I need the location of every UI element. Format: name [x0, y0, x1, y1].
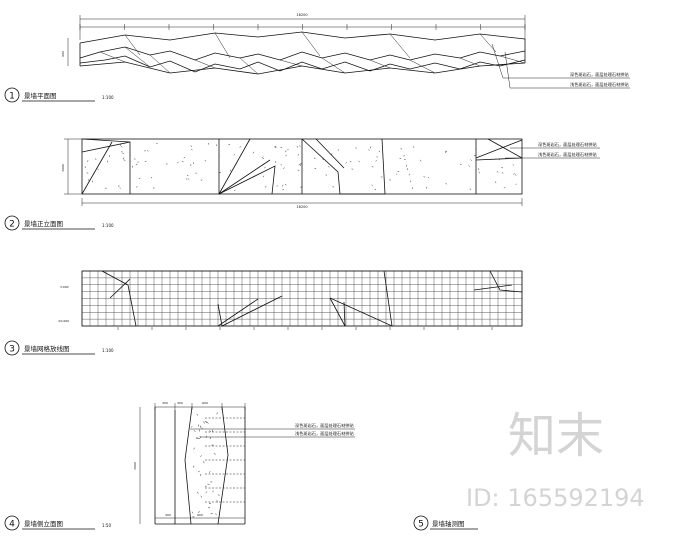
elevation-number: 2	[9, 220, 15, 230]
axon-title: 景墙轴测图	[432, 519, 465, 528]
plan-number-circle	[4, 87, 20, 103]
grid-scale: 1:100	[102, 348, 114, 353]
side-height-dimension: 3000	[133, 462, 137, 470]
elevation-height-dimension: 3000	[61, 164, 65, 172]
plan-drawing: 16200 600 深色斑岩石，面层处理石材拼贴 浅色斑岩石，面层处理石材拼贴 …	[4, 13, 630, 103]
watermark-brand: 知末	[508, 408, 604, 464]
elevation-note-dark-stone: 深色斑岩石，面层处理石材拼贴	[538, 141, 597, 148]
side-top-dim-3: 600	[202, 401, 208, 405]
side-scale: 1:50	[102, 523, 111, 528]
side-elevation-drawing: 300 300 600 3000 300 600 深色斑岩石，面层处理石材拼贴 …	[4, 401, 355, 531]
watermark: 知末 ID: 165592194	[466, 408, 645, 512]
side-bottom-dim-2: 600	[197, 513, 203, 517]
elevation-scale: 1:100	[102, 223, 114, 228]
grid-number: 3	[9, 345, 15, 355]
plan-number: 1	[9, 92, 15, 102]
plan-scale: 1:100	[102, 95, 114, 100]
side-title: 景墙侧立面图	[24, 519, 63, 528]
axon-number: 5	[418, 520, 424, 530]
side-top-dim-2: 300	[177, 401, 183, 405]
grid-bottom-level: ±0.000	[58, 319, 69, 323]
elevation-drawing: 3000 16200 深色斑岩石，面层处理石材拼贴 浅色斑岩石，面层处理石材拼贴…	[4, 138, 600, 231]
plan-title: 景墙平面图	[24, 91, 57, 100]
plan-note-light-stone: 浅色斑岩石，面层处理石材拼贴	[570, 81, 629, 88]
grid-top-level: 3.000	[60, 285, 69, 289]
elevation-note-light-stone: 浅色斑岩石，面层处理石材拼贴	[538, 151, 597, 158]
elevation-total-dimension: 16200	[296, 205, 307, 209]
plan-total-dimension: 16200	[296, 13, 307, 17]
grid-title: 景墙网格放线图	[24, 344, 70, 353]
plan-note-dark-stone: 深色斑岩石，面层处理石材拼贴	[570, 71, 629, 78]
side-top-dim-1: 300	[162, 401, 168, 405]
side-bottom-dim-1: 300	[165, 513, 171, 517]
side-number: 4	[9, 520, 15, 530]
side-note-light-stone: 浅色斑岩石，面层处理石材拼贴	[295, 430, 354, 437]
elevation-title: 景墙正立面图	[24, 219, 63, 228]
axon-drawing: 5 景墙轴测图	[413, 515, 478, 531]
watermark-id: ID: 165592194	[466, 484, 645, 512]
side-note-dark-stone: 深色斑岩石，面层处理石材拼贴	[295, 422, 354, 429]
grid-drawing: 3.000 ±0.000 3 景墙网格放线图 1:100	[4, 270, 523, 356]
plan-depth-dimension: 600	[61, 51, 65, 57]
